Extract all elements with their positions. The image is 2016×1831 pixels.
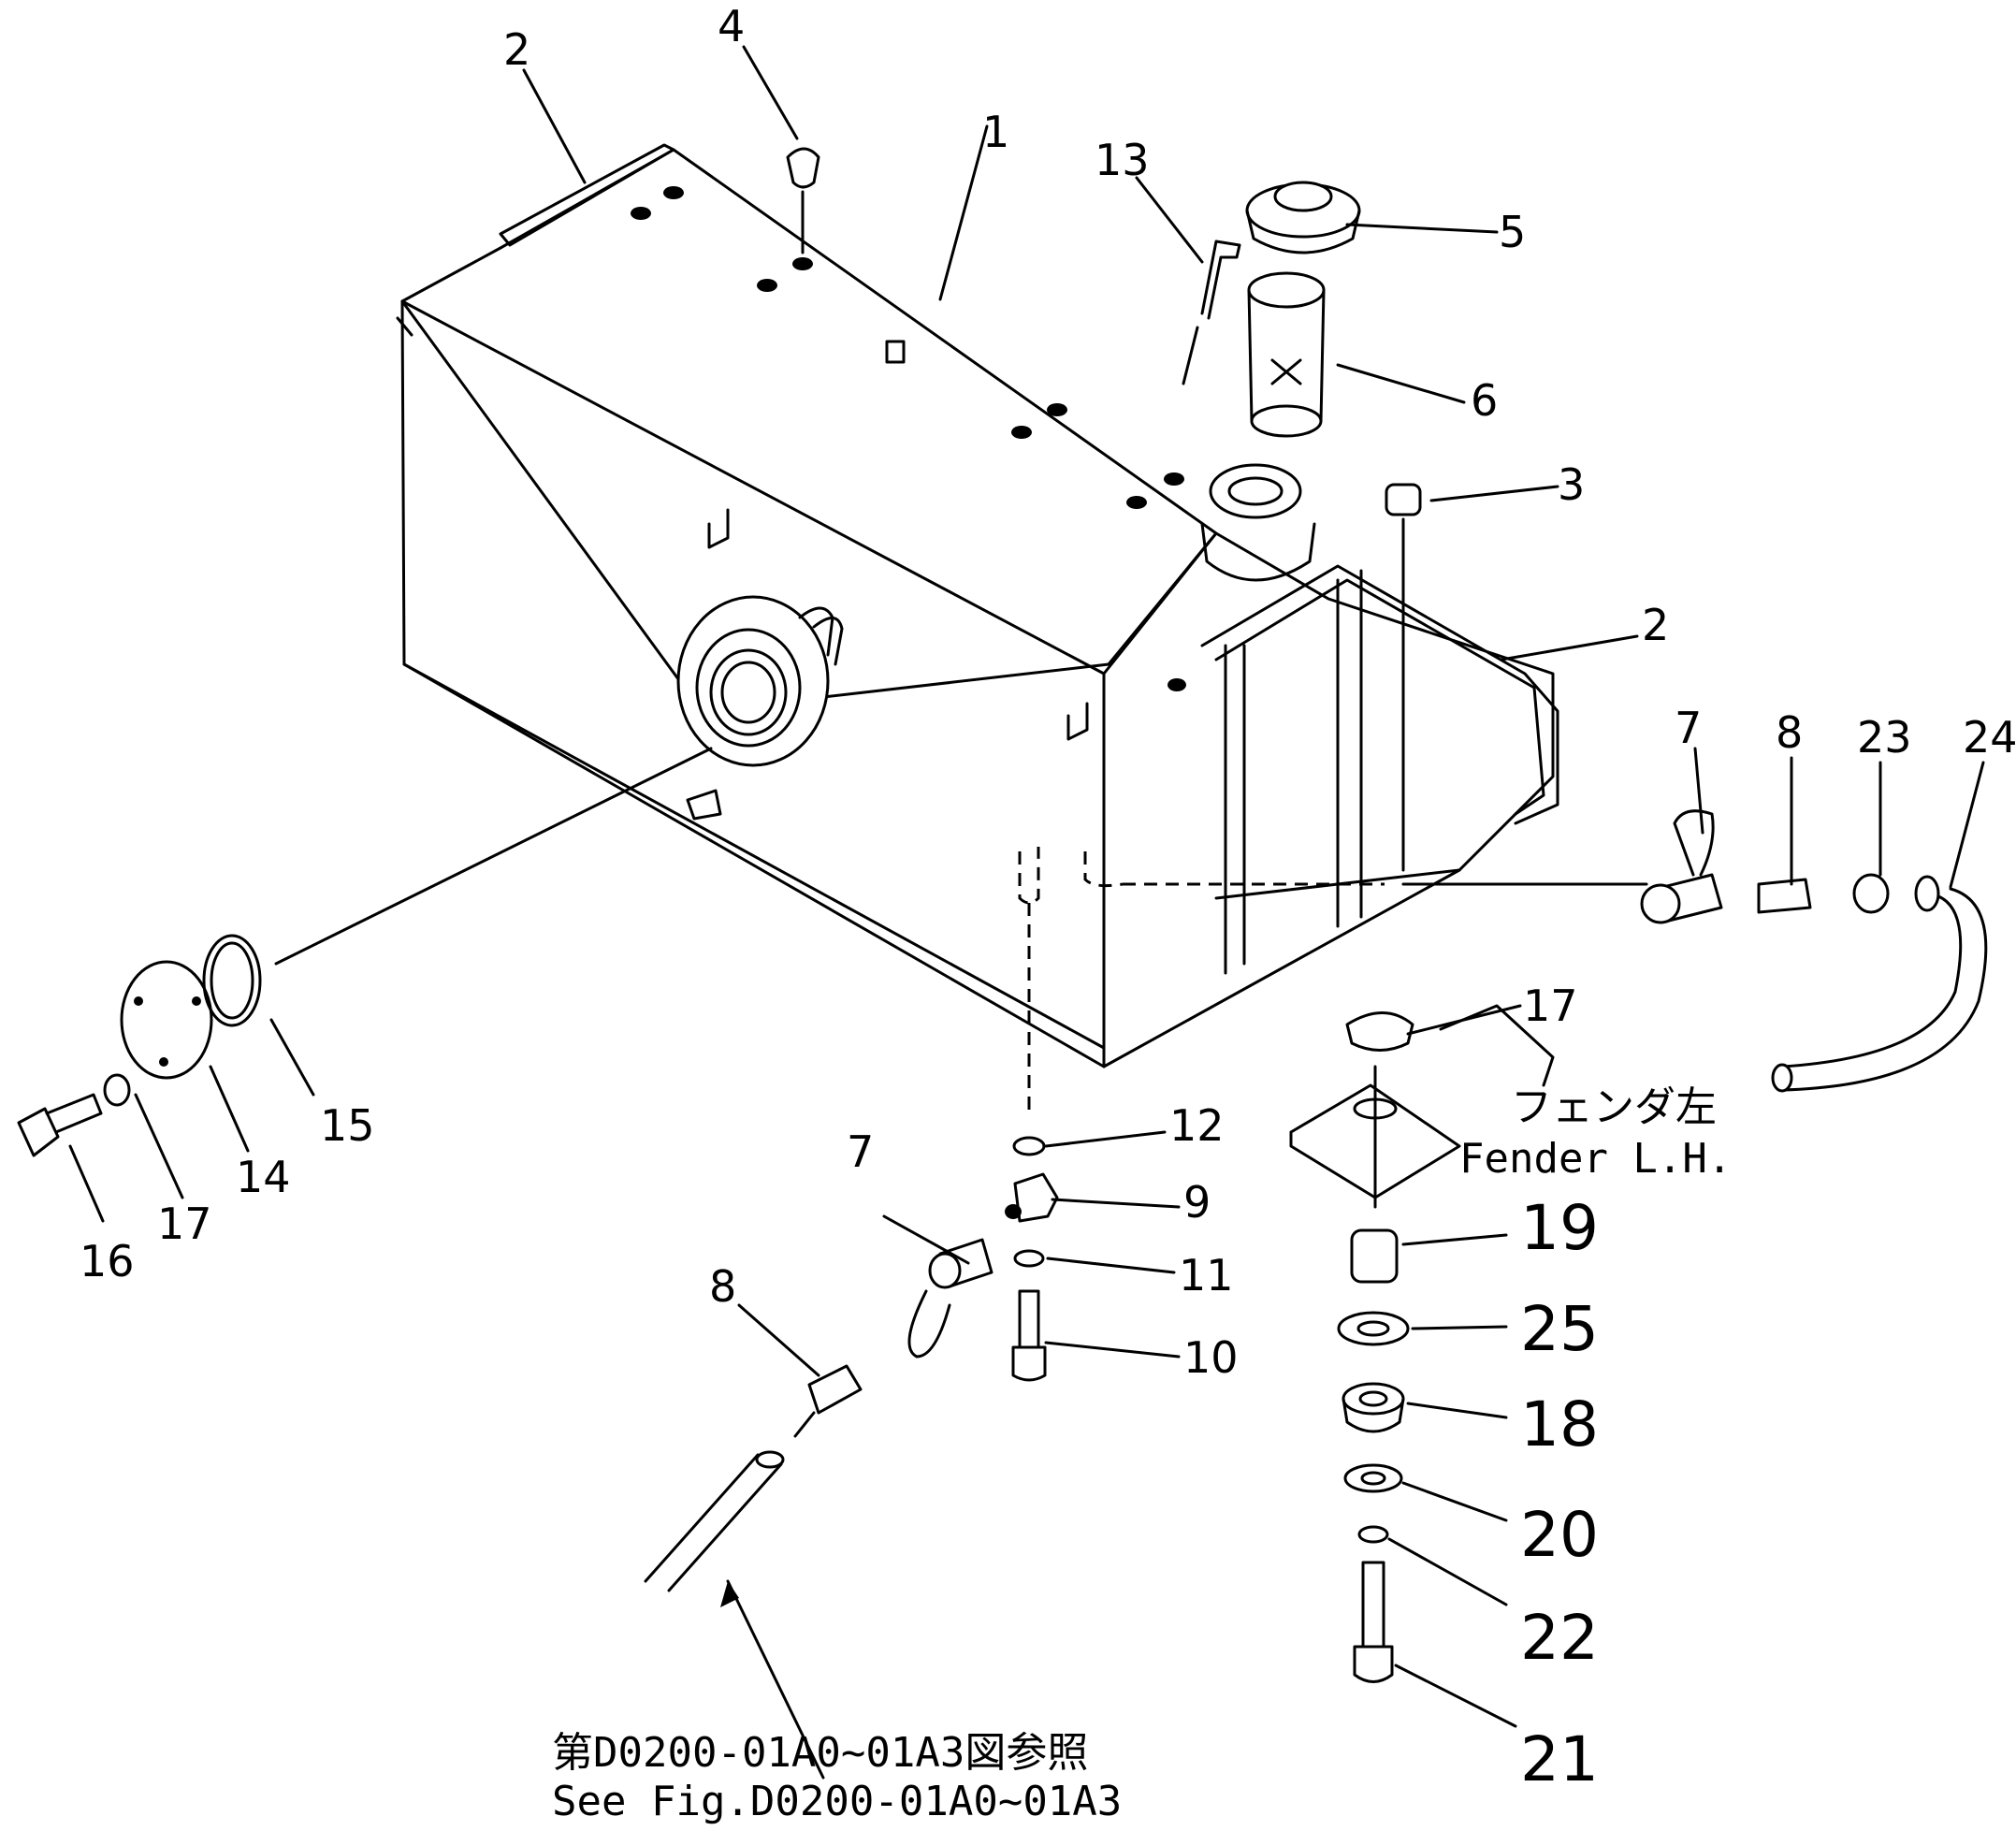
cover-part-14 xyxy=(120,960,213,1080)
fender-note-jp: フェンダ左 xyxy=(1511,1083,1717,1131)
pipe xyxy=(644,1450,825,1780)
callout-6: 6 xyxy=(1471,375,1499,426)
washer-part-12 xyxy=(1012,1136,1046,1156)
hose-part-24 xyxy=(1780,892,1963,1068)
callout-3: 3 xyxy=(1558,459,1586,510)
drain-valve-bottom xyxy=(907,1238,993,1359)
bolt-part-10 xyxy=(1011,1289,1047,1382)
drain-valve-right xyxy=(1640,809,1723,924)
bolt-part-21 xyxy=(1353,1561,1394,1683)
callout-13: 13 xyxy=(1095,135,1150,185)
o-ring-part-15 xyxy=(202,934,262,1027)
callout-15: 15 xyxy=(320,1100,375,1151)
fender-note-en: Fender L.H. xyxy=(1459,1135,1733,1183)
plug-part-4 xyxy=(786,147,820,189)
callout-5: 5 xyxy=(1499,207,1527,257)
nipple-bottom xyxy=(807,1364,863,1415)
washer-part-20 xyxy=(1343,1463,1403,1493)
callout-22: 22 xyxy=(1520,1602,1599,1674)
callout-1: 1 xyxy=(982,107,1010,157)
plug-part-3 xyxy=(1385,483,1422,516)
gauge-part-13 xyxy=(1200,240,1241,320)
leader-lines xyxy=(68,45,1985,1728)
callout-12: 12 xyxy=(1169,1100,1225,1151)
clamp-part-23 xyxy=(1852,873,1890,914)
callout-25: 25 xyxy=(1520,1293,1599,1365)
washer-part-17-left xyxy=(103,1073,131,1107)
callout-8-right: 8 xyxy=(1776,707,1804,758)
nipple-right xyxy=(1757,878,1812,914)
fender-plate xyxy=(1289,1083,1461,1199)
callout-4: 4 xyxy=(718,1,746,51)
elbow-part-9 xyxy=(1013,1172,1059,1223)
reference-note-jp: 第D0200-01A0~01A3図参照 xyxy=(552,1729,1089,1777)
cap-part-5 xyxy=(1245,181,1361,254)
callout-17-right: 17 xyxy=(1523,981,1578,1031)
washer-part-22 xyxy=(1357,1525,1389,1544)
callout-23: 23 xyxy=(1857,712,1912,763)
callout-10: 10 xyxy=(1183,1332,1239,1383)
callout-20: 20 xyxy=(1520,1499,1599,1571)
cushion-part-18 xyxy=(1342,1382,1405,1433)
callout-9: 9 xyxy=(1183,1177,1211,1228)
callout-19: 19 xyxy=(1520,1192,1599,1264)
callout-7-bottom: 7 xyxy=(847,1126,875,1177)
washer-part-25 xyxy=(1337,1311,1410,1346)
callout-17-left: 17 xyxy=(157,1199,212,1249)
strainer-part-6 xyxy=(1247,271,1326,438)
callout-24: 24 xyxy=(1963,712,2016,763)
callout-16: 16 xyxy=(80,1236,135,1286)
reference-note-en: See Fig.D0200-01A0~01A3 xyxy=(552,1778,1123,1825)
callout-2-right: 2 xyxy=(1642,600,1670,650)
callout-2-left: 2 xyxy=(503,24,531,75)
cushion-right xyxy=(1345,1011,1414,1052)
callout-14: 14 xyxy=(236,1152,291,1202)
fuel-tank-body xyxy=(396,143,1559,1113)
callout-7-right: 7 xyxy=(1675,703,1703,753)
callout-18: 18 xyxy=(1520,1388,1599,1460)
callout-11: 11 xyxy=(1179,1250,1234,1301)
bolt-part-16 xyxy=(17,1093,103,1157)
washer-part-11 xyxy=(1013,1249,1045,1268)
spacer-part-19 xyxy=(1350,1228,1399,1284)
callout-21: 21 xyxy=(1520,1723,1599,1795)
callout-8-bottom: 8 xyxy=(709,1261,737,1312)
